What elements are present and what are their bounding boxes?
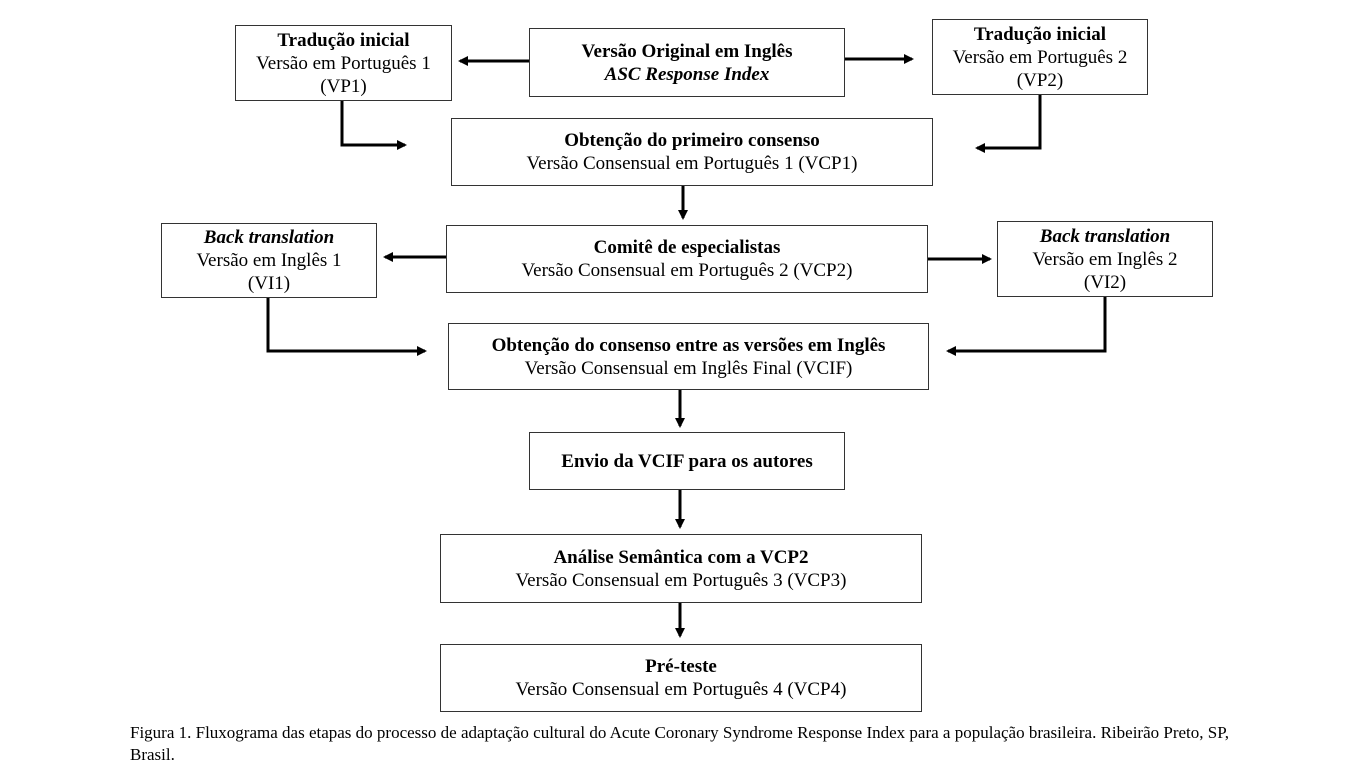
vi2-line1: Versão em Inglês 2 <box>1032 248 1178 270</box>
vcif-subtitle: Versão Consensual em Inglês Final (VCIF) <box>524 357 853 379</box>
send-box: Envio da VCIF para os autores <box>529 432 845 490</box>
vi2-title: Back translation <box>1039 225 1171 247</box>
arrow-vi1-to-vcif <box>266 298 427 356</box>
vp1-box: Tradução inicial Versão em Português 1 (… <box>235 25 452 101</box>
vcp1-subtitle: Versão Consensual em Português 1 (VCP1) <box>526 153 858 174</box>
committee-subtitle: Versão Consensual em Português 2 (VCP2) <box>521 260 853 281</box>
arrow-vi2-to-vcif <box>946 297 1107 356</box>
vp2-title: Tradução inicial <box>973 23 1107 45</box>
vp2-line1: Versão em Português 2 <box>952 46 1128 68</box>
original-box: Versão Original em Inglês ASC Response I… <box>529 28 845 97</box>
vp1-line2: (VP1) <box>320 75 367 97</box>
vp1-title: Tradução inicial <box>277 29 410 51</box>
vp2-line2: (VP2) <box>1016 69 1064 91</box>
send-title: Envio da VCIF para os autores <box>561 450 813 472</box>
vi1-line2: (VI1) <box>247 273 291 294</box>
vi1-line1: Versão em Inglês 1 <box>196 250 342 271</box>
semantic-subtitle: Versão Consensual em Português 3 (VCP3) <box>515 569 847 591</box>
original-title: Versão Original em Inglês <box>581 40 793 62</box>
vi2-line2: (VI2) <box>1083 271 1127 293</box>
vi1-title: Back translation <box>203 227 335 248</box>
vcif-box: Obtenção do consenso entre as versões em… <box>448 323 929 390</box>
pretest-title: Pré-teste <box>645 656 717 677</box>
committee-box: Comitê de especialistas Versão Consensua… <box>446 225 928 293</box>
original-subtitle: ASC Response Index <box>604 63 770 85</box>
figure-caption: Figura 1. Fluxograma das etapas do proce… <box>130 723 1230 764</box>
semantic-title: Análise Semântica com a VCP2 <box>553 546 809 568</box>
vcif-title: Obtenção do consenso entre as versões em… <box>491 334 886 356</box>
vp1-line1: Versão em Português 1 <box>256 52 431 74</box>
pretest-box: Pré-teste Versão Consensual em Português… <box>440 644 922 712</box>
vcp1-box: Obtenção do primeiro consenso Versão Con… <box>451 118 933 186</box>
vi1-box: Back translation Versão em Inglês 1 (VI1… <box>161 223 377 298</box>
arrow-vp1-to-vcp1 <box>340 101 407 150</box>
vi2-box: Back translation Versão em Inglês 2 (VI2… <box>997 221 1213 297</box>
arrow-vp2-to-vcp1 <box>975 95 1042 153</box>
vp2-box: Tradução inicial Versão em Português 2 (… <box>932 19 1148 95</box>
vcp1-title: Obtenção do primeiro consenso <box>564 130 820 151</box>
semantic-box: Análise Semântica com a VCP2 Versão Cons… <box>440 534 922 603</box>
pretest-subtitle: Versão Consensual em Português 4 (VCP4) <box>515 679 847 700</box>
committee-title: Comitê de especialistas <box>593 237 781 258</box>
